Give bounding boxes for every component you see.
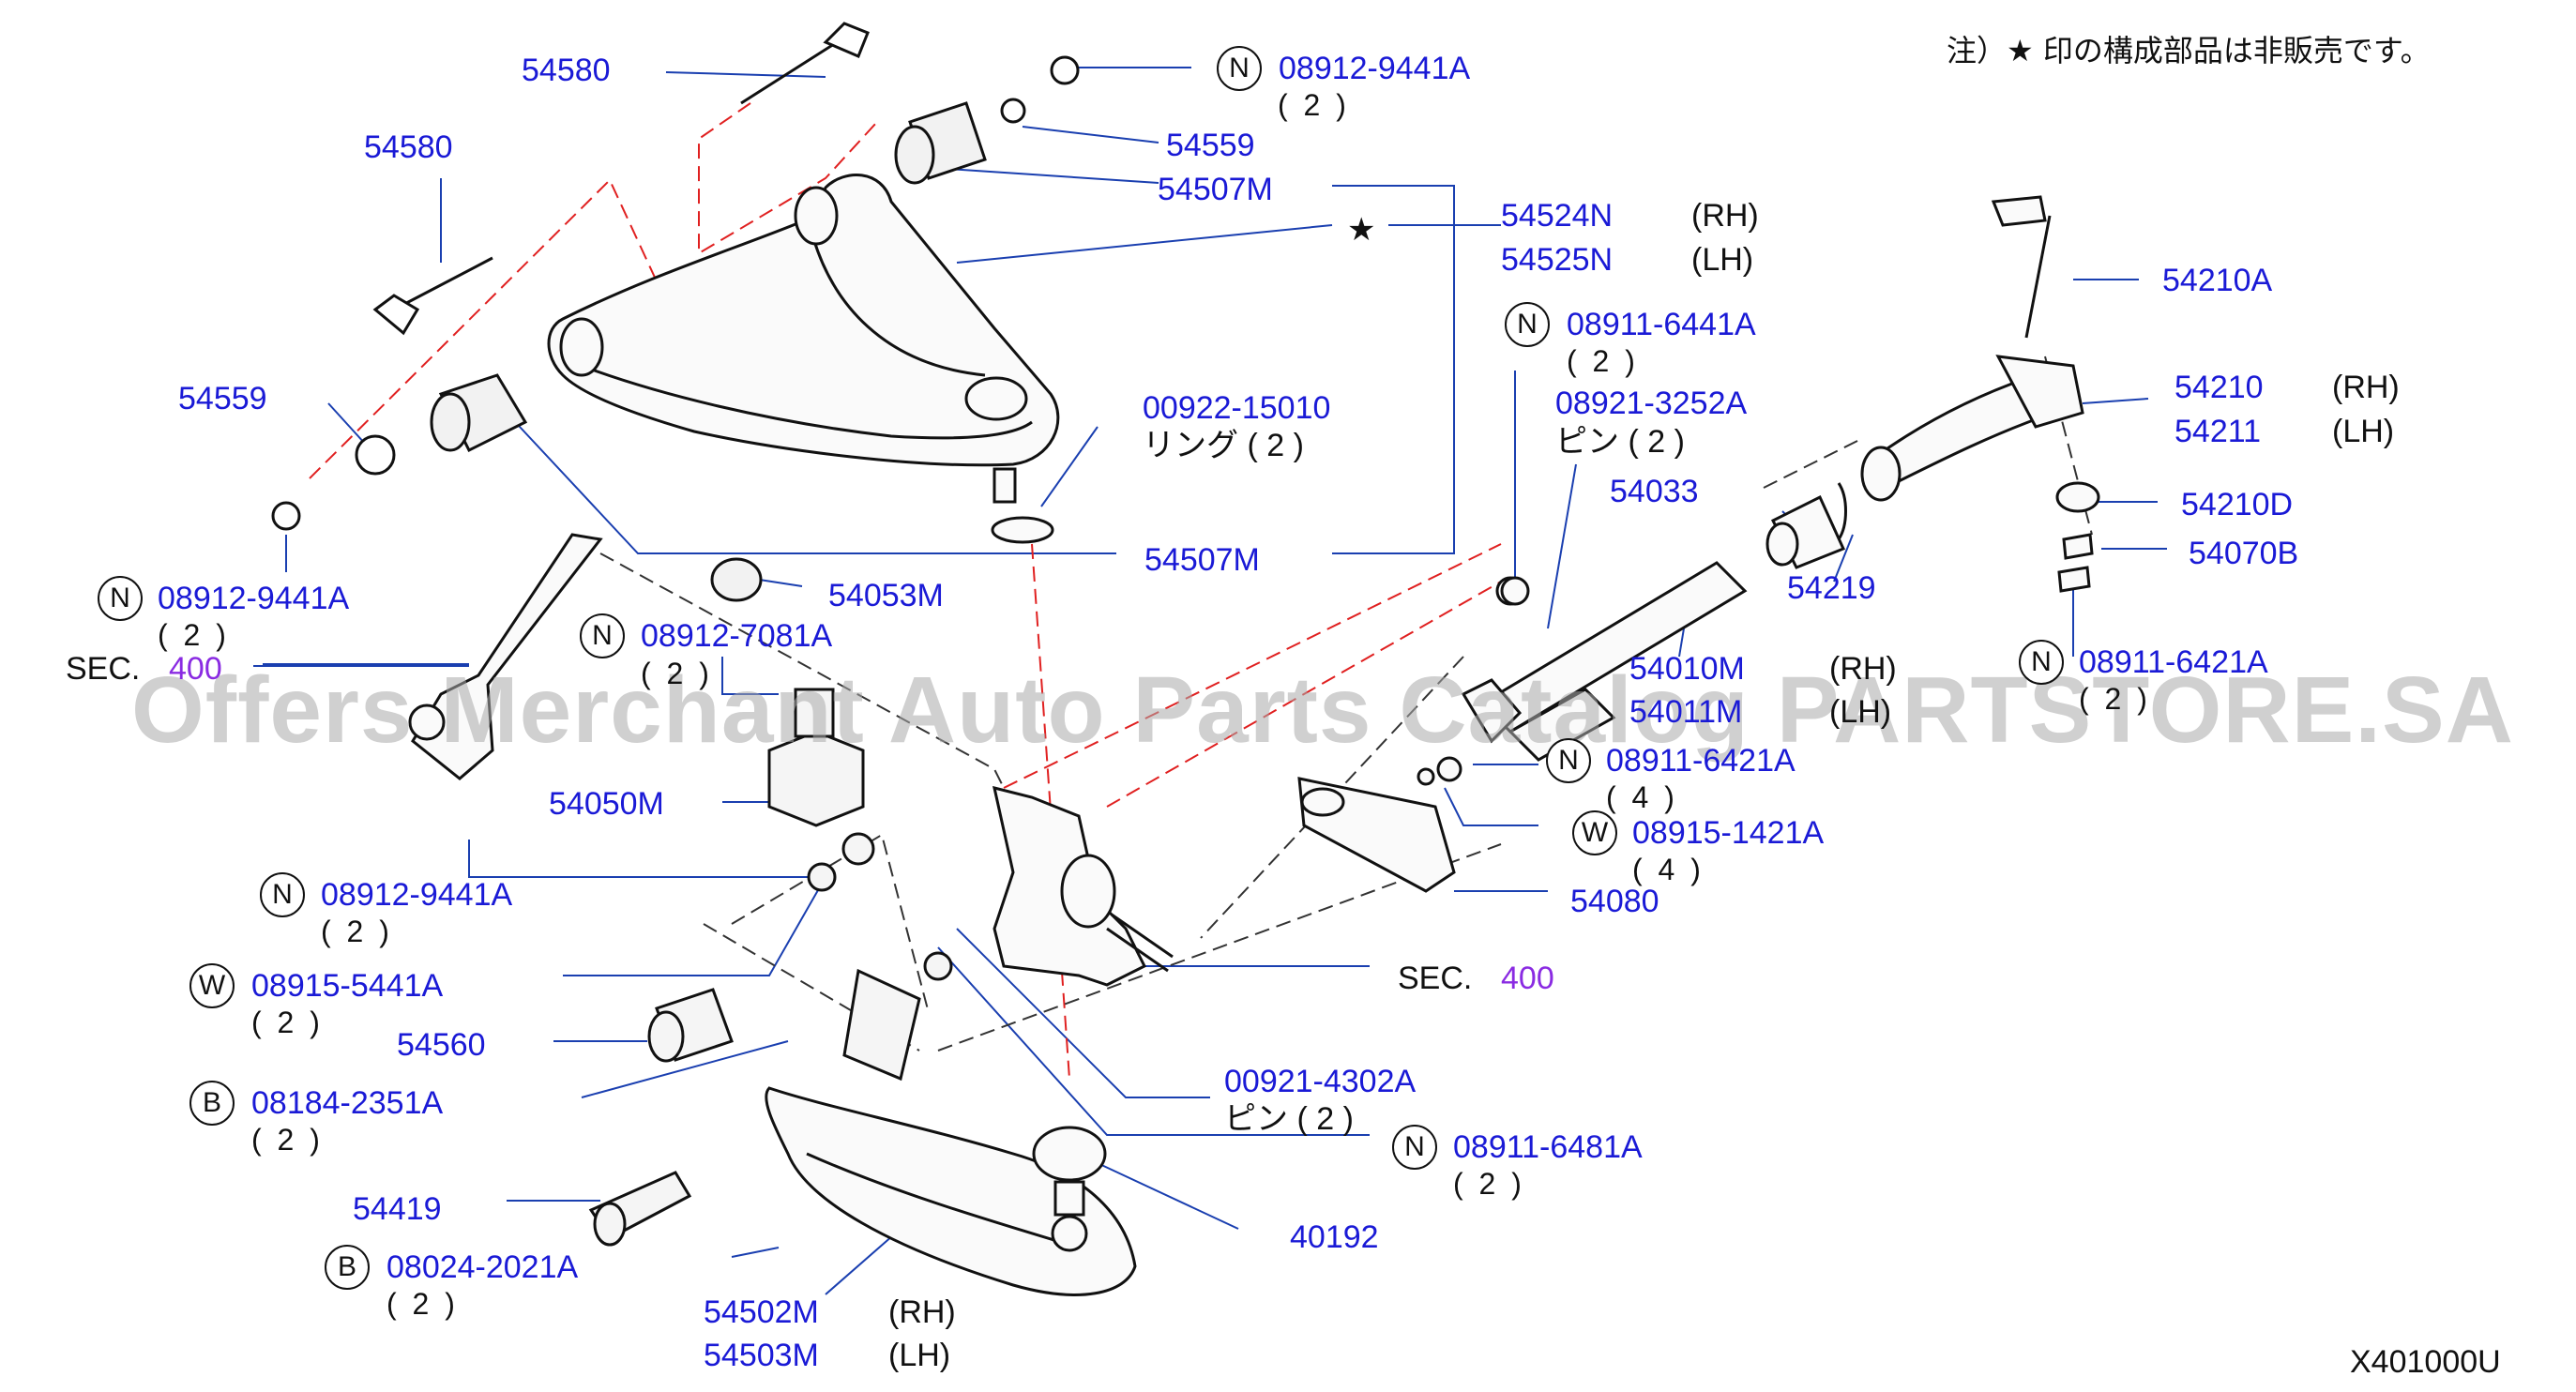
qty-08915-5441A: ( 2 ) [251, 1006, 324, 1039]
qty-08911-6481A: ( 2 ) [1453, 1167, 1525, 1201]
part-08911-6421A-mid[interactable]: 08911-6421A [1606, 743, 1796, 779]
part-54419[interactable]: 54419 [353, 1191, 442, 1227]
part-54080[interactable]: 54080 [1570, 884, 1659, 919]
part-54053M[interactable]: 54053M [828, 578, 944, 613]
part-08915-1421A[interactable]: 08915-1421A [1632, 815, 1825, 851]
rh-54010M: (RH) [1829, 651, 1897, 687]
part-54580-top[interactable]: 54580 [522, 53, 611, 88]
n-badge: N [2019, 640, 2064, 685]
w-badge: W [1572, 810, 1617, 855]
part-54050M[interactable]: 54050M [549, 786, 664, 822]
n-badge: N [580, 613, 625, 658]
qty-08912-9441A-low: ( 2 ) [321, 915, 393, 948]
part-08024-2021A[interactable]: 08024-2021A [386, 1249, 579, 1285]
rh-54502M: (RH) [888, 1294, 956, 1330]
part-54210D[interactable]: 54210D [2181, 487, 2294, 522]
part-08921-3252A[interactable]: 08921-3252A [1555, 386, 1748, 421]
b-badge: B [325, 1245, 370, 1290]
part-54525N[interactable]: 54525N [1501, 242, 1614, 278]
n-badge: N [1217, 46, 1262, 91]
n-badge: N [260, 872, 305, 917]
part-54559-top[interactable]: 54559 [1166, 128, 1255, 163]
part-40192[interactable]: 40192 [1290, 1219, 1379, 1255]
watermark: Offers Merchant Auto Parts Catalog PARTS… [131, 658, 2514, 763]
part-54210[interactable]: 54210 [2174, 370, 2264, 405]
qty-08911-6421A-right: ( 2 ) [2079, 682, 2151, 716]
part-54580-mid[interactable]: 54580 [364, 129, 453, 165]
part-08912-9441A-low[interactable]: 08912-9441A [321, 877, 513, 913]
part-08912-9441A-top[interactable]: 08912-9441A [1279, 51, 1471, 86]
part-54033[interactable]: 54033 [1610, 474, 1699, 509]
lh-54525N: (LH) [1691, 242, 1754, 278]
part-08911-6481A[interactable]: 08911-6481A [1453, 1129, 1643, 1165]
part-54507M-top[interactable]: 54507M [1158, 172, 1273, 207]
part-08911-6421A-right[interactable]: 08911-6421A [2079, 644, 2268, 680]
rh-54210: (RH) [2332, 370, 2400, 405]
part-54507M-mid[interactable]: 54507M [1144, 542, 1260, 578]
n-badge: N [1546, 738, 1591, 783]
lh-54011M: (LH) [1829, 694, 1892, 730]
part-54560[interactable]: 54560 [397, 1027, 486, 1063]
part-54219[interactable]: 54219 [1787, 570, 1876, 606]
qty-08911-6441A: ( 2 ) [1567, 344, 1639, 378]
part-54503M[interactable]: 54503M [704, 1338, 819, 1373]
part-54070B[interactable]: 54070B [2189, 536, 2299, 571]
sec-prefix: SEC. [66, 651, 141, 687]
part-54502M[interactable]: 54502M [704, 1294, 819, 1330]
sec-number-right[interactable]: 400 [1501, 961, 1554, 996]
part-54210A[interactable]: 54210A [2162, 263, 2273, 298]
ring-label: リング ( 2 ) [1143, 428, 1304, 463]
rh-54524N: (RH) [1691, 198, 1759, 234]
part-54010M[interactable]: 54010M [1629, 651, 1745, 687]
part-54559-left[interactable]: 54559 [178, 381, 267, 416]
lh-54503M: (LH) [888, 1338, 951, 1373]
part-08911-6441A[interactable]: 08911-6441A [1567, 307, 1756, 342]
b-badge: B [189, 1081, 235, 1126]
part-00922-15010[interactable]: 00922-15010 [1143, 390, 1331, 426]
qty-08024-2021A: ( 2 ) [386, 1287, 459, 1321]
n-badge: N [1392, 1125, 1437, 1170]
qty-08911-6421A-mid: ( 4 ) [1606, 780, 1678, 814]
qty-08912-7081A: ( 2 ) [641, 657, 713, 690]
n-badge: N [98, 576, 143, 621]
w-badge: W [189, 963, 235, 1008]
part-54211[interactable]: 54211 [2174, 414, 2262, 449]
diagram-code: X401000U [2350, 1344, 2501, 1380]
pin-label-a: ピン ( 2 ) [1555, 424, 1685, 460]
part-08184-2351A[interactable]: 08184-2351A [251, 1085, 444, 1121]
part-08915-5441A[interactable]: 08915-5441A [251, 968, 444, 1004]
sec-prefix-right: SEC. [1398, 961, 1473, 996]
pin-label-b: ピン ( 2 ) [1224, 1101, 1354, 1137]
n-badge: N [1505, 302, 1550, 347]
lh-54211: (LH) [2332, 414, 2395, 449]
part-54011M[interactable]: 54011M [1629, 694, 1743, 730]
part-00921-4302A[interactable]: 00921-4302A [1224, 1064, 1417, 1099]
part-08912-9441A-left[interactable]: 08912-9441A [158, 581, 350, 616]
part-08912-7081A[interactable]: 08912-7081A [641, 618, 833, 654]
part-54524N[interactable]: 54524N [1501, 198, 1614, 234]
star-mark: ★ [1347, 212, 1376, 248]
qty-08915-1421A: ( 4 ) [1632, 853, 1705, 886]
sec-number[interactable]: 400 [169, 651, 222, 687]
qty-08912-9441A-left: ( 2 ) [158, 618, 230, 652]
qty-08184-2351A: ( 2 ) [251, 1123, 324, 1157]
non-sale-note: 注）★ 印の構成部品は非販売です。 [1947, 33, 2431, 68]
qty-08912-9441A-top: ( 2 ) [1278, 88, 1350, 122]
